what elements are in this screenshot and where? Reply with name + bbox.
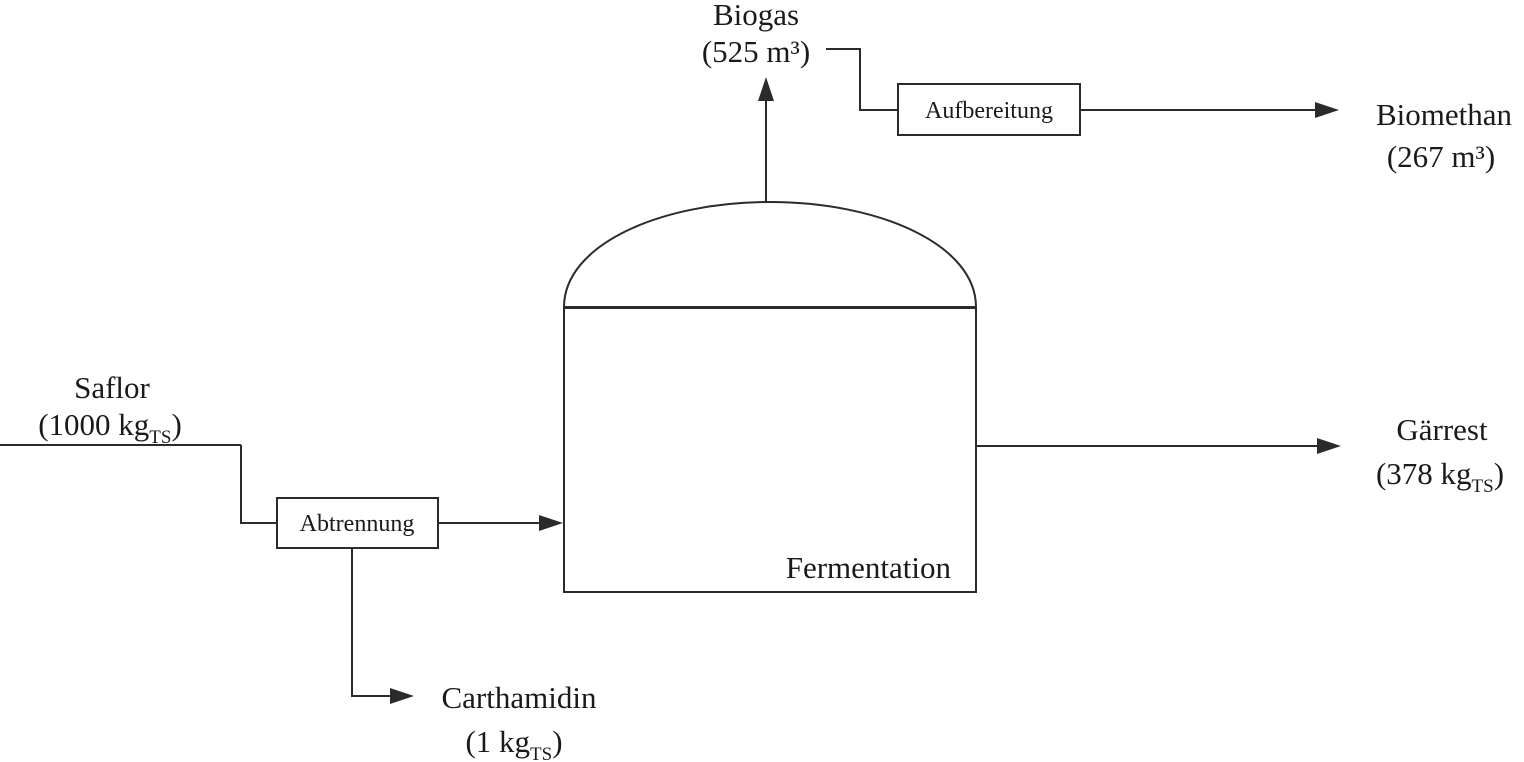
fermenter-vessel: Fermentation (562, 200, 978, 593)
gaerrest-label-group: Gärrest (378 kgTS) (1376, 412, 1504, 497)
abtrennung-label: Abtrennung (300, 511, 415, 537)
saflor-amount: (1000 kgTS) (38, 407, 182, 448)
gaerrest-arrowhead (1317, 438, 1341, 454)
biomethan-name: Biomethan (1376, 97, 1513, 132)
carthamidin-label-group: Carthamidin (1 kgTS) (442, 680, 597, 762)
saflor-to-abtrennung-line (240, 445, 277, 524)
gaerrest-name: Gärrest (1396, 412, 1488, 447)
saflor-name: Saflor (74, 370, 150, 405)
biogas-to-aufbereitung-line (826, 48, 898, 111)
biomethan-label-group: Biomethan (267 m³) (1376, 97, 1513, 174)
fermenter-body (563, 307, 977, 593)
biomethan-amount: (267 m³) (1387, 139, 1495, 174)
biogas-label-group: Biogas (525 m³) (702, 0, 810, 69)
fermenter-inlet-arrowhead (539, 515, 563, 531)
aufbereitung-box: Aufbereitung (897, 83, 1081, 136)
carthamidin-arrowhead (390, 688, 414, 704)
biogas-arrowhead (758, 77, 774, 101)
aufbereitung-label: Aufbereitung (925, 98, 1053, 124)
gaerrest-amount: (378 kgTS) (1376, 456, 1504, 497)
carthamidin-amount: (1 kgTS) (465, 724, 562, 762)
fermenter-dome (562, 200, 978, 308)
biomethan-arrowhead (1315, 102, 1339, 118)
abtrennung-rect (276, 497, 439, 549)
abtrennung-box: Abtrennung (276, 497, 439, 549)
abtrennung-to-carthamidin-line (351, 548, 392, 697)
carthamidin-name: Carthamidin (442, 680, 597, 715)
biogas-name: Biogas (713, 0, 799, 32)
saflor-label-group: Saflor (1000 kgTS) (38, 370, 182, 448)
aufbereitung-rect (897, 83, 1081, 136)
fermentation-label: Fermentation (786, 550, 952, 585)
biogas-amount: (525 m³) (702, 34, 810, 69)
